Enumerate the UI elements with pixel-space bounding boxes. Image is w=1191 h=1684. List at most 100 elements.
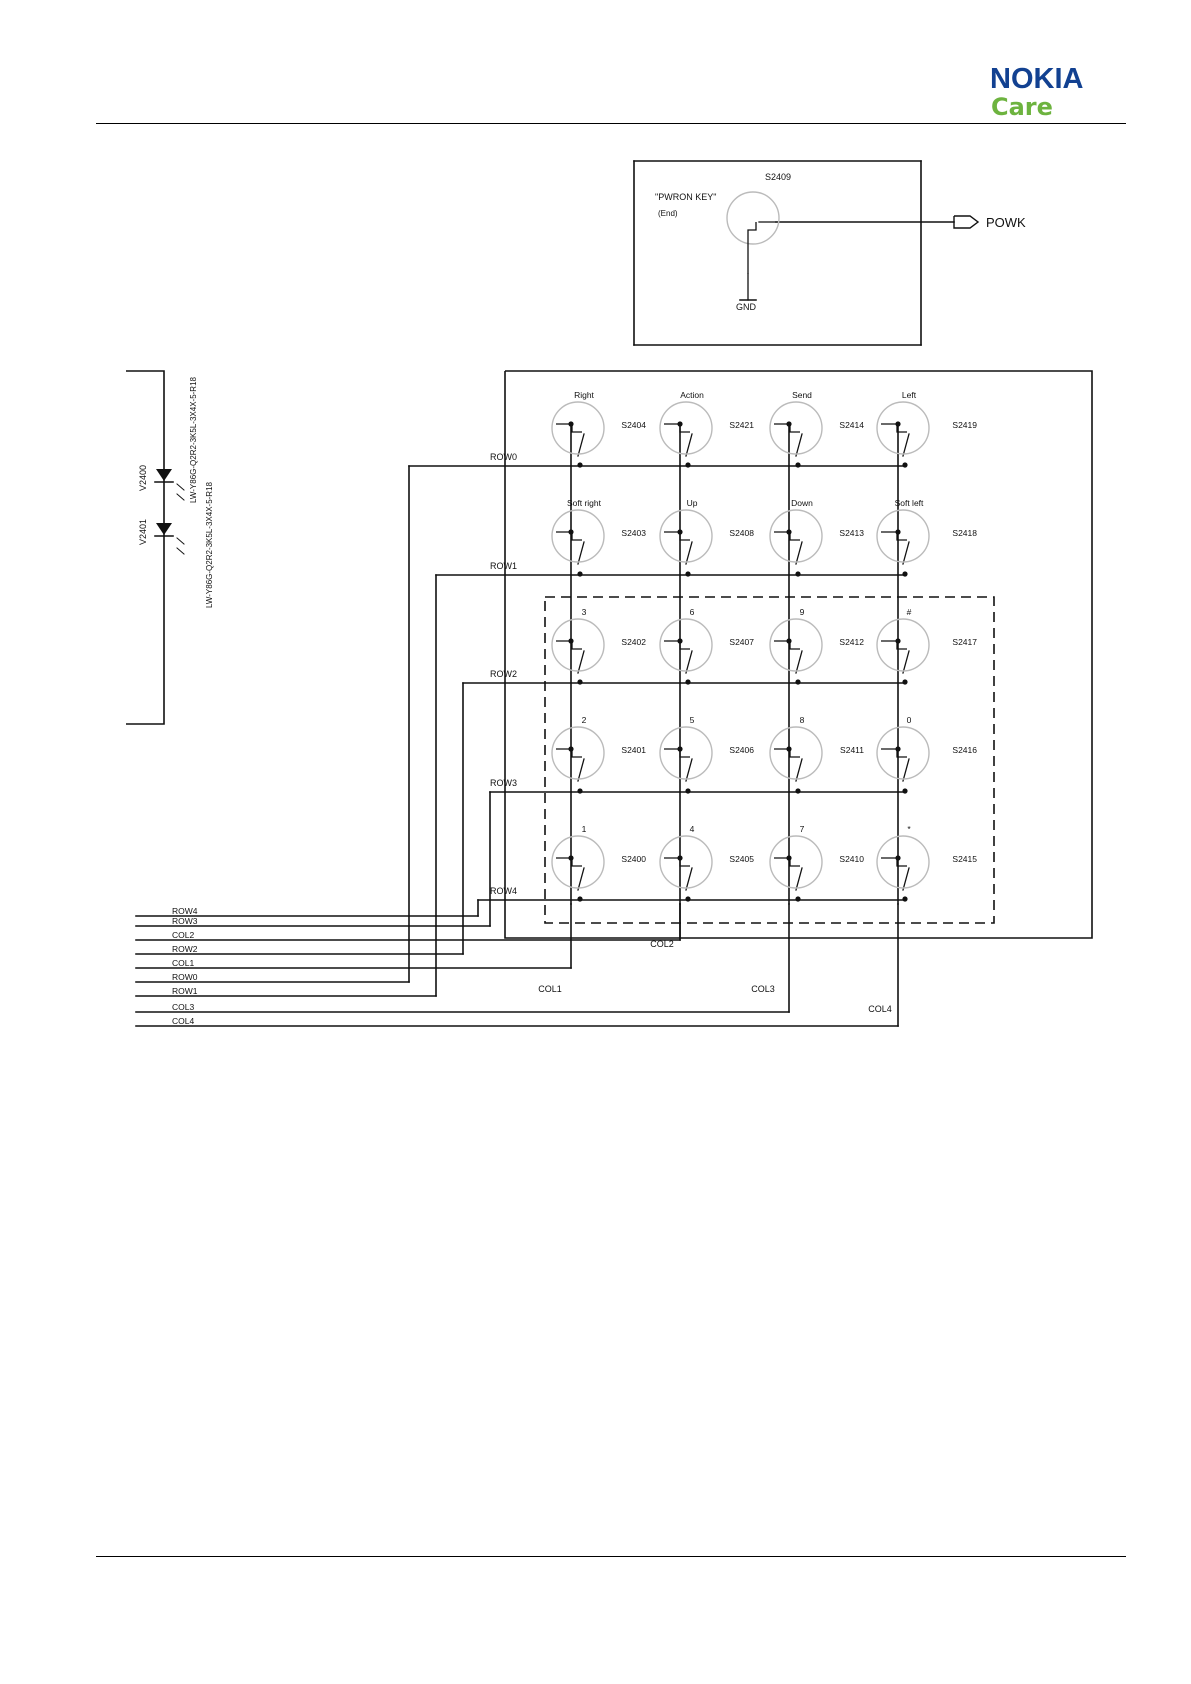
led-v2400-ray xyxy=(176,483,185,491)
row-junction xyxy=(795,896,801,902)
key-S2417-contact xyxy=(881,640,907,650)
led-v2400-symbol xyxy=(156,469,172,481)
key-ref-S2401: S2401 xyxy=(621,745,646,755)
nokia-care-logo: NOKIA Care xyxy=(990,64,1130,124)
key-S2401-body xyxy=(551,726,605,780)
col-junction xyxy=(568,746,574,752)
key-S2402-blade xyxy=(577,650,585,674)
key-S2421-blade xyxy=(685,433,693,457)
key-label-S2404: Right xyxy=(574,390,594,400)
key-label-S2421: Action xyxy=(680,390,704,400)
row-junction xyxy=(902,679,908,685)
gnd-label: GND xyxy=(736,302,757,312)
key-S2418-blade xyxy=(902,541,910,565)
col-label-COL4: COL4 xyxy=(868,1004,892,1014)
key-ref-S2403: S2403 xyxy=(621,528,646,538)
led-part-b: LW-Y86G-Q2R2-3K5L-3X4X-5-R18 xyxy=(205,481,214,608)
key-ref-S2408: S2408 xyxy=(729,528,754,538)
key-label-S2406: 5 xyxy=(690,715,695,725)
row-junction xyxy=(577,462,583,468)
row-junction xyxy=(577,571,583,577)
key-S2419-contact xyxy=(881,423,907,433)
col-junction xyxy=(786,638,792,644)
key-label-S2402: 3 xyxy=(582,607,587,617)
key-ref-S2405: S2405 xyxy=(729,854,754,864)
key-S2408-blade xyxy=(685,541,693,565)
key-label-S2405: 4 xyxy=(690,824,695,834)
col-junction xyxy=(895,638,901,644)
col-junction xyxy=(895,421,901,427)
key-S2411-contact xyxy=(774,748,800,758)
power-key-switch xyxy=(726,191,780,245)
key-ref-S2404: S2404 xyxy=(621,420,646,430)
key-S2403-contact xyxy=(556,531,582,541)
key-S2421-contact xyxy=(664,423,690,433)
key-S2414-blade xyxy=(795,433,803,457)
key-S2413-contact xyxy=(774,531,800,541)
key-ref-S2402: S2402 xyxy=(621,637,646,647)
col-junction xyxy=(895,746,901,752)
col-junction xyxy=(786,855,792,861)
key-ref-S2410: S2410 xyxy=(839,854,864,864)
power-key-sub: (End) xyxy=(658,209,678,218)
key-label-S2401: 2 xyxy=(582,715,587,725)
row-label-ROW2: ROW2 xyxy=(490,669,517,679)
row-label-ROW4: ROW4 xyxy=(490,886,517,896)
row-junction xyxy=(685,571,691,577)
row-junction xyxy=(795,462,801,468)
bus-label-COL4: COL4 xyxy=(172,1016,194,1026)
key-label-S2411: 8 xyxy=(800,715,805,725)
row-junction xyxy=(902,571,908,577)
powk-port xyxy=(953,215,980,229)
key-S2421-body xyxy=(659,401,713,455)
col-junction xyxy=(568,421,574,427)
col-junction xyxy=(786,529,792,535)
key-S2403-blade xyxy=(577,541,585,565)
row-junction xyxy=(795,679,801,685)
power-key-gnd-wire xyxy=(747,222,757,274)
col-label-COL3: COL3 xyxy=(751,984,775,994)
header-rule xyxy=(96,123,1126,124)
key-ref-S2415: S2415 xyxy=(952,854,977,864)
key-label-S2413: Down xyxy=(791,498,813,508)
bus-label-ROW3: ROW3 xyxy=(172,916,198,926)
key-label-S2412: 9 xyxy=(800,607,805,617)
col-junction xyxy=(677,421,683,427)
key-S2402-contact xyxy=(556,640,582,650)
row-label-ROW1: ROW1 xyxy=(490,561,517,571)
row-junction xyxy=(902,788,908,794)
led-v2401-ray xyxy=(176,537,185,545)
key-S2406-body xyxy=(659,726,713,780)
key-S2411-blade xyxy=(795,758,803,782)
key-S2411-body xyxy=(769,726,823,780)
bus-label-COL1: COL1 xyxy=(172,958,194,968)
key-S2415-body xyxy=(876,835,930,889)
key-S2419-blade xyxy=(902,433,910,457)
led-part-a: LW-Y86G-Q2R2-3K5L-3X4X-5-R18 xyxy=(189,376,198,503)
key-S2407-contact xyxy=(664,640,690,650)
key-S2401-contact xyxy=(556,748,582,758)
key-S2415-contact xyxy=(881,857,907,867)
wires xyxy=(126,160,1093,1027)
bus-label-ROW1: ROW1 xyxy=(172,986,198,996)
key-S2407-blade xyxy=(685,650,693,674)
key-ref-S2406: S2406 xyxy=(729,745,754,755)
power-key-name: "PWRON KEY" xyxy=(655,192,716,202)
key-ref-S2412: S2412 xyxy=(839,637,864,647)
brand-name: NOKIA xyxy=(990,63,1084,95)
col-junction xyxy=(786,746,792,752)
row-junction xyxy=(685,462,691,468)
key-S2414-body xyxy=(769,401,823,455)
row-label-ROW0: ROW0 xyxy=(490,452,517,462)
key-label-S2407: 6 xyxy=(690,607,695,617)
row-junction xyxy=(577,679,583,685)
key-S2400-body xyxy=(551,835,605,889)
key-S2417-blade xyxy=(902,650,910,674)
key-label-S2410: 7 xyxy=(800,824,805,834)
key-label-S2414: Send xyxy=(792,390,812,400)
key-ref-S2416: S2416 xyxy=(952,745,977,755)
key-S2408-contact xyxy=(664,531,690,541)
key-ref-S2417: S2417 xyxy=(952,637,977,647)
col-junction xyxy=(895,855,901,861)
